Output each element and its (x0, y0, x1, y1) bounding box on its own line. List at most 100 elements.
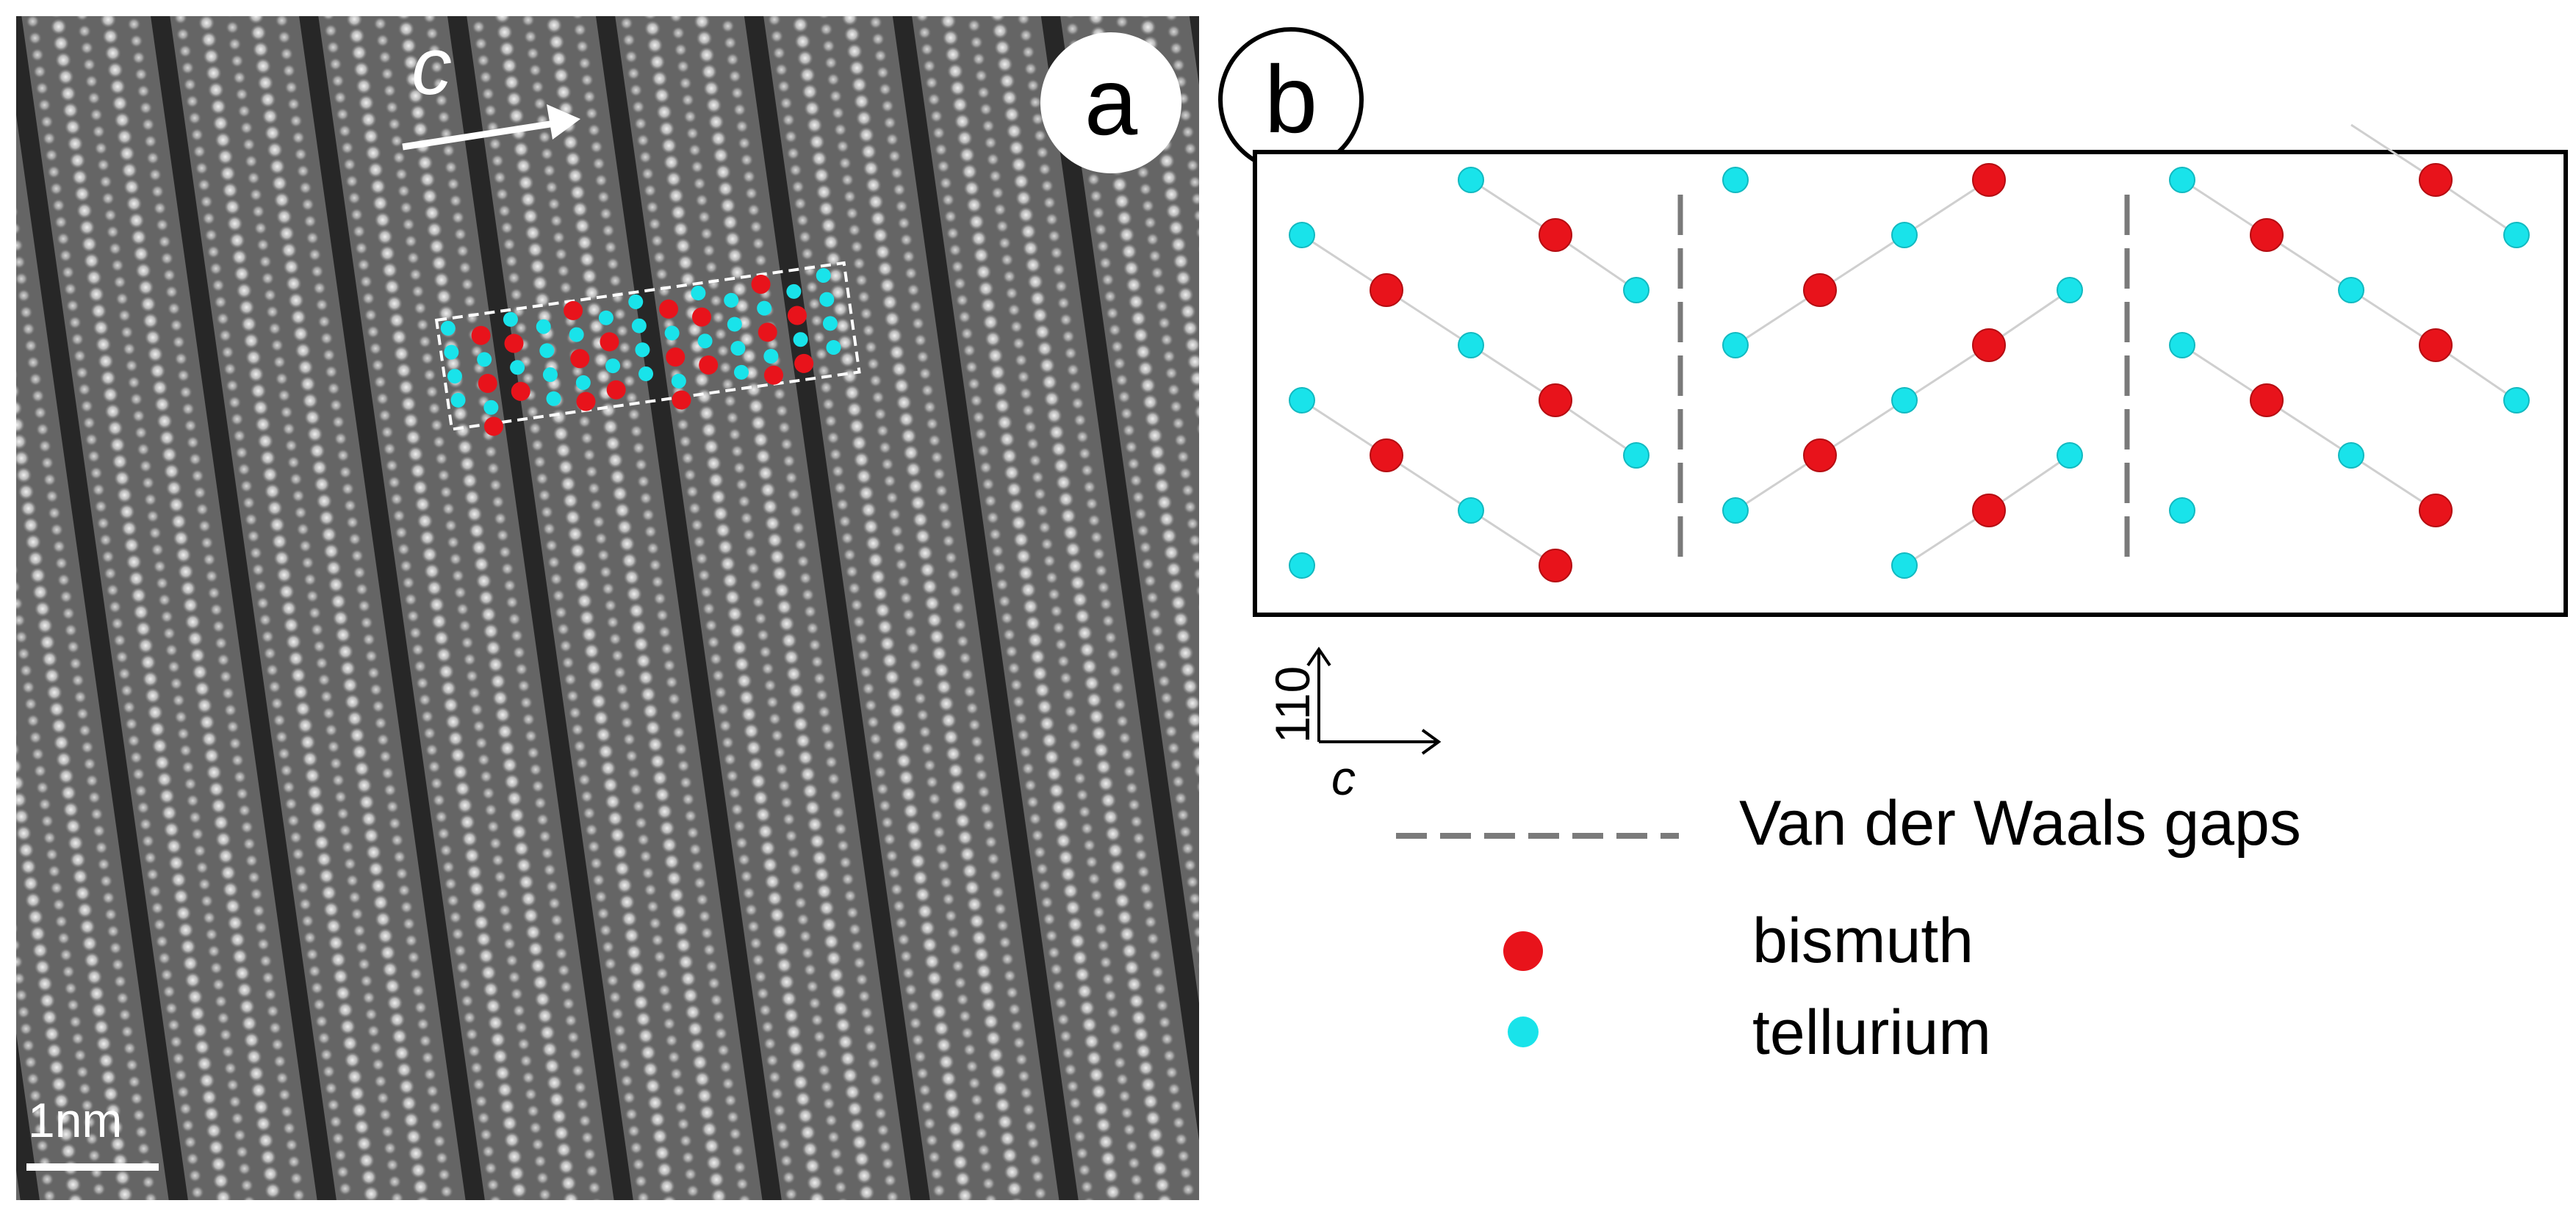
tellurium-atom (1458, 167, 1484, 193)
overlay-tellurium-atom (793, 332, 808, 347)
bismuth-atom (1972, 328, 2006, 362)
overlay-tellurium-atom (816, 268, 831, 284)
overlay-tellurium-atom (569, 327, 584, 342)
tellurium-atom (1722, 497, 1749, 524)
overlay-tellurium-atom (730, 341, 746, 356)
legend: Van der Waals gaps bismuth tellurium (1396, 788, 2301, 1068)
bismuth-atom (1370, 273, 1403, 307)
overlay-bismuth-atom (787, 306, 807, 325)
bismuth-atom (1972, 494, 2006, 527)
overlay-tellurium-atom (822, 316, 838, 331)
overlay-tellurium-atom (542, 367, 558, 383)
tellurium-atom (2338, 442, 2364, 469)
tellurium-atom (1722, 167, 1749, 193)
overlay-tellurium-atom (546, 391, 561, 406)
panel-a-axis-label: c (411, 21, 452, 112)
overlay-tellurium-atom (819, 292, 835, 307)
tellurium-atom (1458, 332, 1484, 358)
overlay-tellurium-atom (444, 344, 459, 360)
overlay-bismuth-atom (570, 349, 590, 369)
panel-b: b 110 c Van der Waals gaps bismuth tellu… (1218, 27, 2568, 1068)
structure-frame (1253, 150, 2568, 617)
overlay-bismuth-atom (576, 391, 596, 411)
overlay-bismuth-atom (659, 299, 679, 319)
tellurium-atom (1458, 497, 1484, 524)
tellurium-atom (1289, 222, 1315, 248)
axis-arrow-shaft (402, 120, 555, 151)
overlay-bismuth-atom (606, 380, 626, 400)
bismuth-atom (2419, 494, 2453, 527)
overlay-bismuth-atom (600, 332, 619, 352)
tellurium-atom (1891, 387, 1918, 414)
tellurium-atom (1289, 387, 1315, 414)
panel-a: c a 1nm (16, 16, 1199, 1200)
tellurium-atom (1623, 277, 1649, 303)
overlay-tellurium-atom (757, 300, 772, 316)
bismuth-atom (2250, 218, 2284, 252)
overlay-tellurium-atom (724, 292, 739, 308)
overlay-tellurium-atom (786, 284, 802, 299)
overlay-tellurium-atom (539, 343, 555, 358)
tellurium-atom (2503, 222, 2530, 248)
bismuth-atom (1539, 549, 1572, 582)
bismuth-atom (2419, 163, 2453, 197)
overlay-bismuth-atom (672, 390, 691, 410)
tellurium-atom (1891, 552, 1918, 579)
overlay-bismuth-atom (691, 307, 711, 327)
overlay-bismuth-atom (483, 416, 503, 436)
overlay-tellurium-atom (450, 392, 466, 408)
bismuth-atom (1803, 438, 1837, 472)
tellurium-atom (2057, 277, 2083, 303)
tellurium-atom (2169, 167, 2195, 193)
overlay-tellurium-atom (510, 360, 525, 375)
stem-image (16, 16, 1199, 1200)
tellurium-atom (1623, 442, 1649, 469)
legend-tellurium-swatch (1508, 1016, 1539, 1047)
bismuth-atom (1803, 273, 1837, 307)
tellurium-atom (2169, 332, 2195, 358)
tellurium-atom (1891, 222, 1918, 248)
overlay-tellurium-atom (671, 373, 686, 389)
overlay-bismuth-atom (794, 353, 814, 373)
panel-b-label: b (1264, 46, 1317, 153)
overlay-tellurium-atom (575, 375, 591, 390)
overlay-bismuth-atom (763, 365, 783, 385)
overlay-tellurium-atom (483, 400, 499, 415)
overlay-tellurium-atom (598, 310, 614, 325)
scale-bar-label: 1nm (28, 1093, 122, 1147)
overlay-bismuth-atom (564, 300, 583, 320)
overlay-tellurium-atom (635, 342, 650, 358)
overlay-tellurium-atom (638, 366, 654, 381)
overlay-tellurium-atom (631, 318, 647, 333)
bismuth-atom (2419, 328, 2453, 362)
overlay-tellurium-atom (727, 317, 742, 332)
overlay-tellurium-atom (447, 369, 462, 384)
tellurium-atom (1289, 552, 1315, 579)
tellurium-atom (2169, 497, 2195, 524)
overlay-tellurium-atom (826, 340, 841, 355)
bismuth-atom (1972, 163, 2006, 197)
bismuth-atom (1370, 438, 1403, 472)
overlay-bismuth-atom (758, 322, 777, 342)
unit-cell-box (434, 261, 861, 431)
panel-a-label: a (1084, 48, 1138, 155)
overlay-tellurium-atom (733, 364, 749, 380)
overlay-bismuth-atom (511, 381, 530, 401)
overlay-tellurium-atom (628, 294, 644, 309)
bismuth-atom (2250, 383, 2284, 417)
panel-a-label-circle (1040, 32, 1181, 173)
overlay-tellurium-atom (477, 352, 492, 367)
overlay-tellurium-atom (605, 358, 621, 374)
overlay-bismuth-atom (504, 333, 524, 353)
overlay-tellurium-atom (697, 333, 713, 349)
overlay-tellurium-atom (763, 349, 779, 364)
overlay-bismuth-atom (751, 274, 771, 294)
overlay-tellurium-atom (664, 325, 680, 341)
legend-gap-label: Van der Waals gaps (1739, 788, 2301, 859)
overlay-bismuth-atom (478, 374, 497, 394)
unit-cell-overlay (434, 261, 861, 436)
tellurium-atom (2338, 277, 2364, 303)
orientation-axes: 110 c (1265, 646, 1442, 805)
orientation-vertical-label: 110 (1265, 666, 1320, 743)
